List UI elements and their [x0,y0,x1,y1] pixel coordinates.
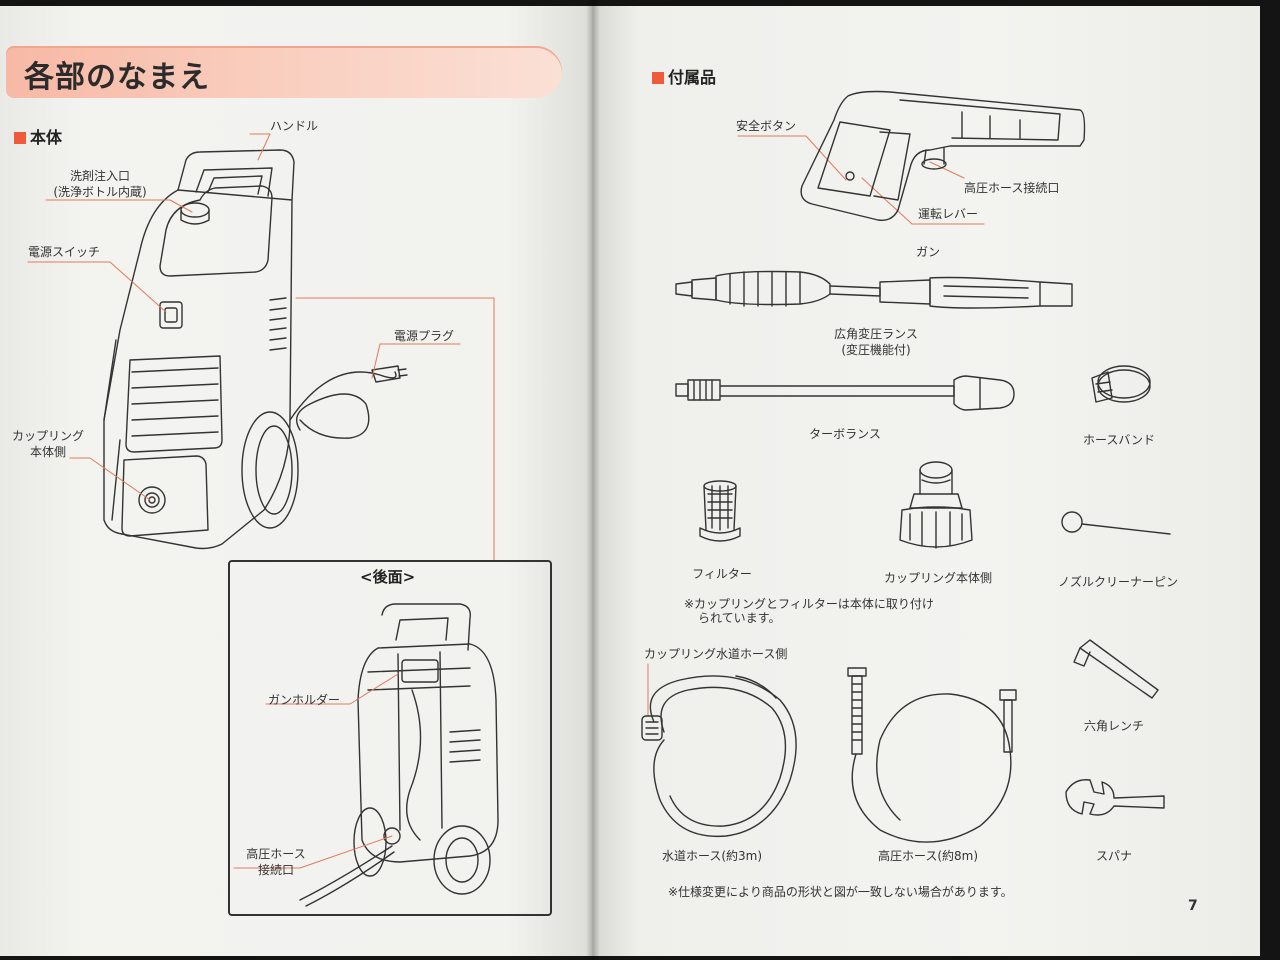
pressure-washer-front-illustration [104,150,407,549]
rear-view-title: <後面> [360,566,415,587]
label-detergent-inlet-note: (洗浄ボトル内蔵) [40,184,160,200]
filter-illustration [700,481,740,541]
label-handle: ハンドル [270,118,318,134]
label-hex-wrench: 六角レンチ [1074,718,1154,734]
square-bullet-icon [14,132,26,144]
label-coupling-water-hose: カップリング水道ホース側 [644,646,787,662]
nozzle-cleaner-pin-illustration [1062,512,1170,534]
spray-gun-illustration [801,92,1084,221]
label-coupling-body: カップリング本体側 [866,570,1010,586]
section-accessories-label: 付属品 [668,68,716,87]
section-heading-main-unit: 本体 [14,124,62,148]
wide-angle-lance-illustration [676,272,1072,309]
label-hp-hose-port-2: 接続口 [236,862,316,878]
label-power-switch: 電源スイッチ [28,244,100,260]
label-turbo-lance: ターボランス [790,426,900,442]
label-nozzle-cleaner-pin: ノズルクリーナーピン [1050,574,1186,590]
label-spanner: スパナ [1084,848,1144,864]
label-water-hose: 水道ホース(約3m) [650,848,774,864]
label-gun: ガン [898,244,958,260]
label-detergent-inlet: 洗剤注入口 [52,168,148,184]
water-hose-illustration [642,676,796,836]
page-title: 各部のなまえ [24,52,210,96]
label-hp-hose-connector: 高圧ホース接続口 [964,180,1059,196]
note-coupling-filter-2: られています。 [698,610,780,626]
label-hose-band: ホースバンド [1074,432,1164,448]
label-safety-button: 安全ボタン [736,118,796,134]
section-heading-accessories: 付属品 [652,64,716,88]
high-pressure-hose-illustration [848,668,1016,842]
label-coupling: カップリング [6,428,90,444]
label-hp-hose-port: 高圧ホース [236,846,316,862]
footer-note: ※仕様変更により商品の形状と図が一致しない場合があります。 [668,884,1013,900]
label-wide-angle-lance-note: (変圧機能付) [816,342,936,358]
page-number: 7 [1188,898,1198,914]
coupling-body-illustration [900,462,972,548]
label-power-plug: 電源プラグ [394,328,454,344]
section-main-label: 本体 [30,128,62,147]
hex-wrench-illustration [1074,640,1158,698]
label-operating-lever: 運転レバー [918,206,978,222]
label-filter: フィルター [676,566,768,582]
label-wide-angle-lance: 広角変圧ランス [816,326,936,342]
turbo-lance-illustration [676,376,1014,410]
label-coupling-body-side: 本体側 [6,444,90,460]
hose-band-illustration [1092,366,1150,402]
spanner-illustration [1066,780,1164,815]
label-high-pressure-hose: 高圧ホース(約8m) [866,848,990,864]
square-bullet-icon [652,72,664,84]
label-gun-holder: ガンホルダー [268,692,340,708]
